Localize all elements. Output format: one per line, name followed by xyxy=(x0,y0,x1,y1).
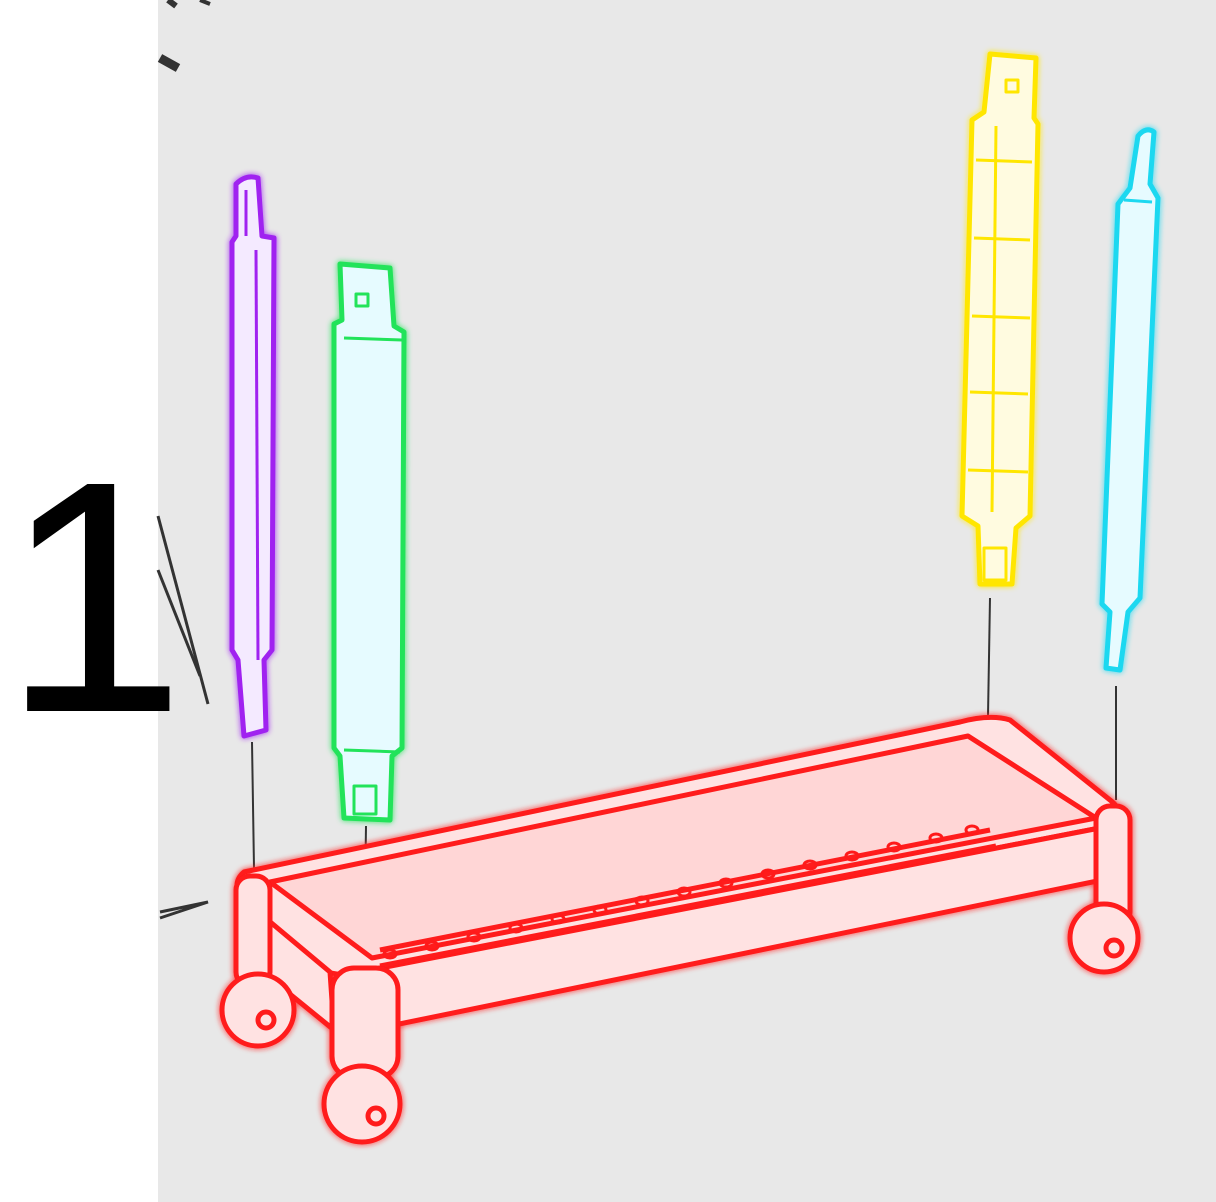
background-panel xyxy=(158,0,1216,1202)
post-right-front xyxy=(1099,127,1161,673)
callout-lines xyxy=(156,0,211,920)
step-number: 1 xyxy=(2,412,186,781)
tray-holes xyxy=(382,824,980,960)
base-tray-with-casters xyxy=(219,714,1141,1145)
post-left-back xyxy=(229,174,277,739)
post-right-back xyxy=(959,51,1041,587)
post-left-front xyxy=(331,261,407,823)
